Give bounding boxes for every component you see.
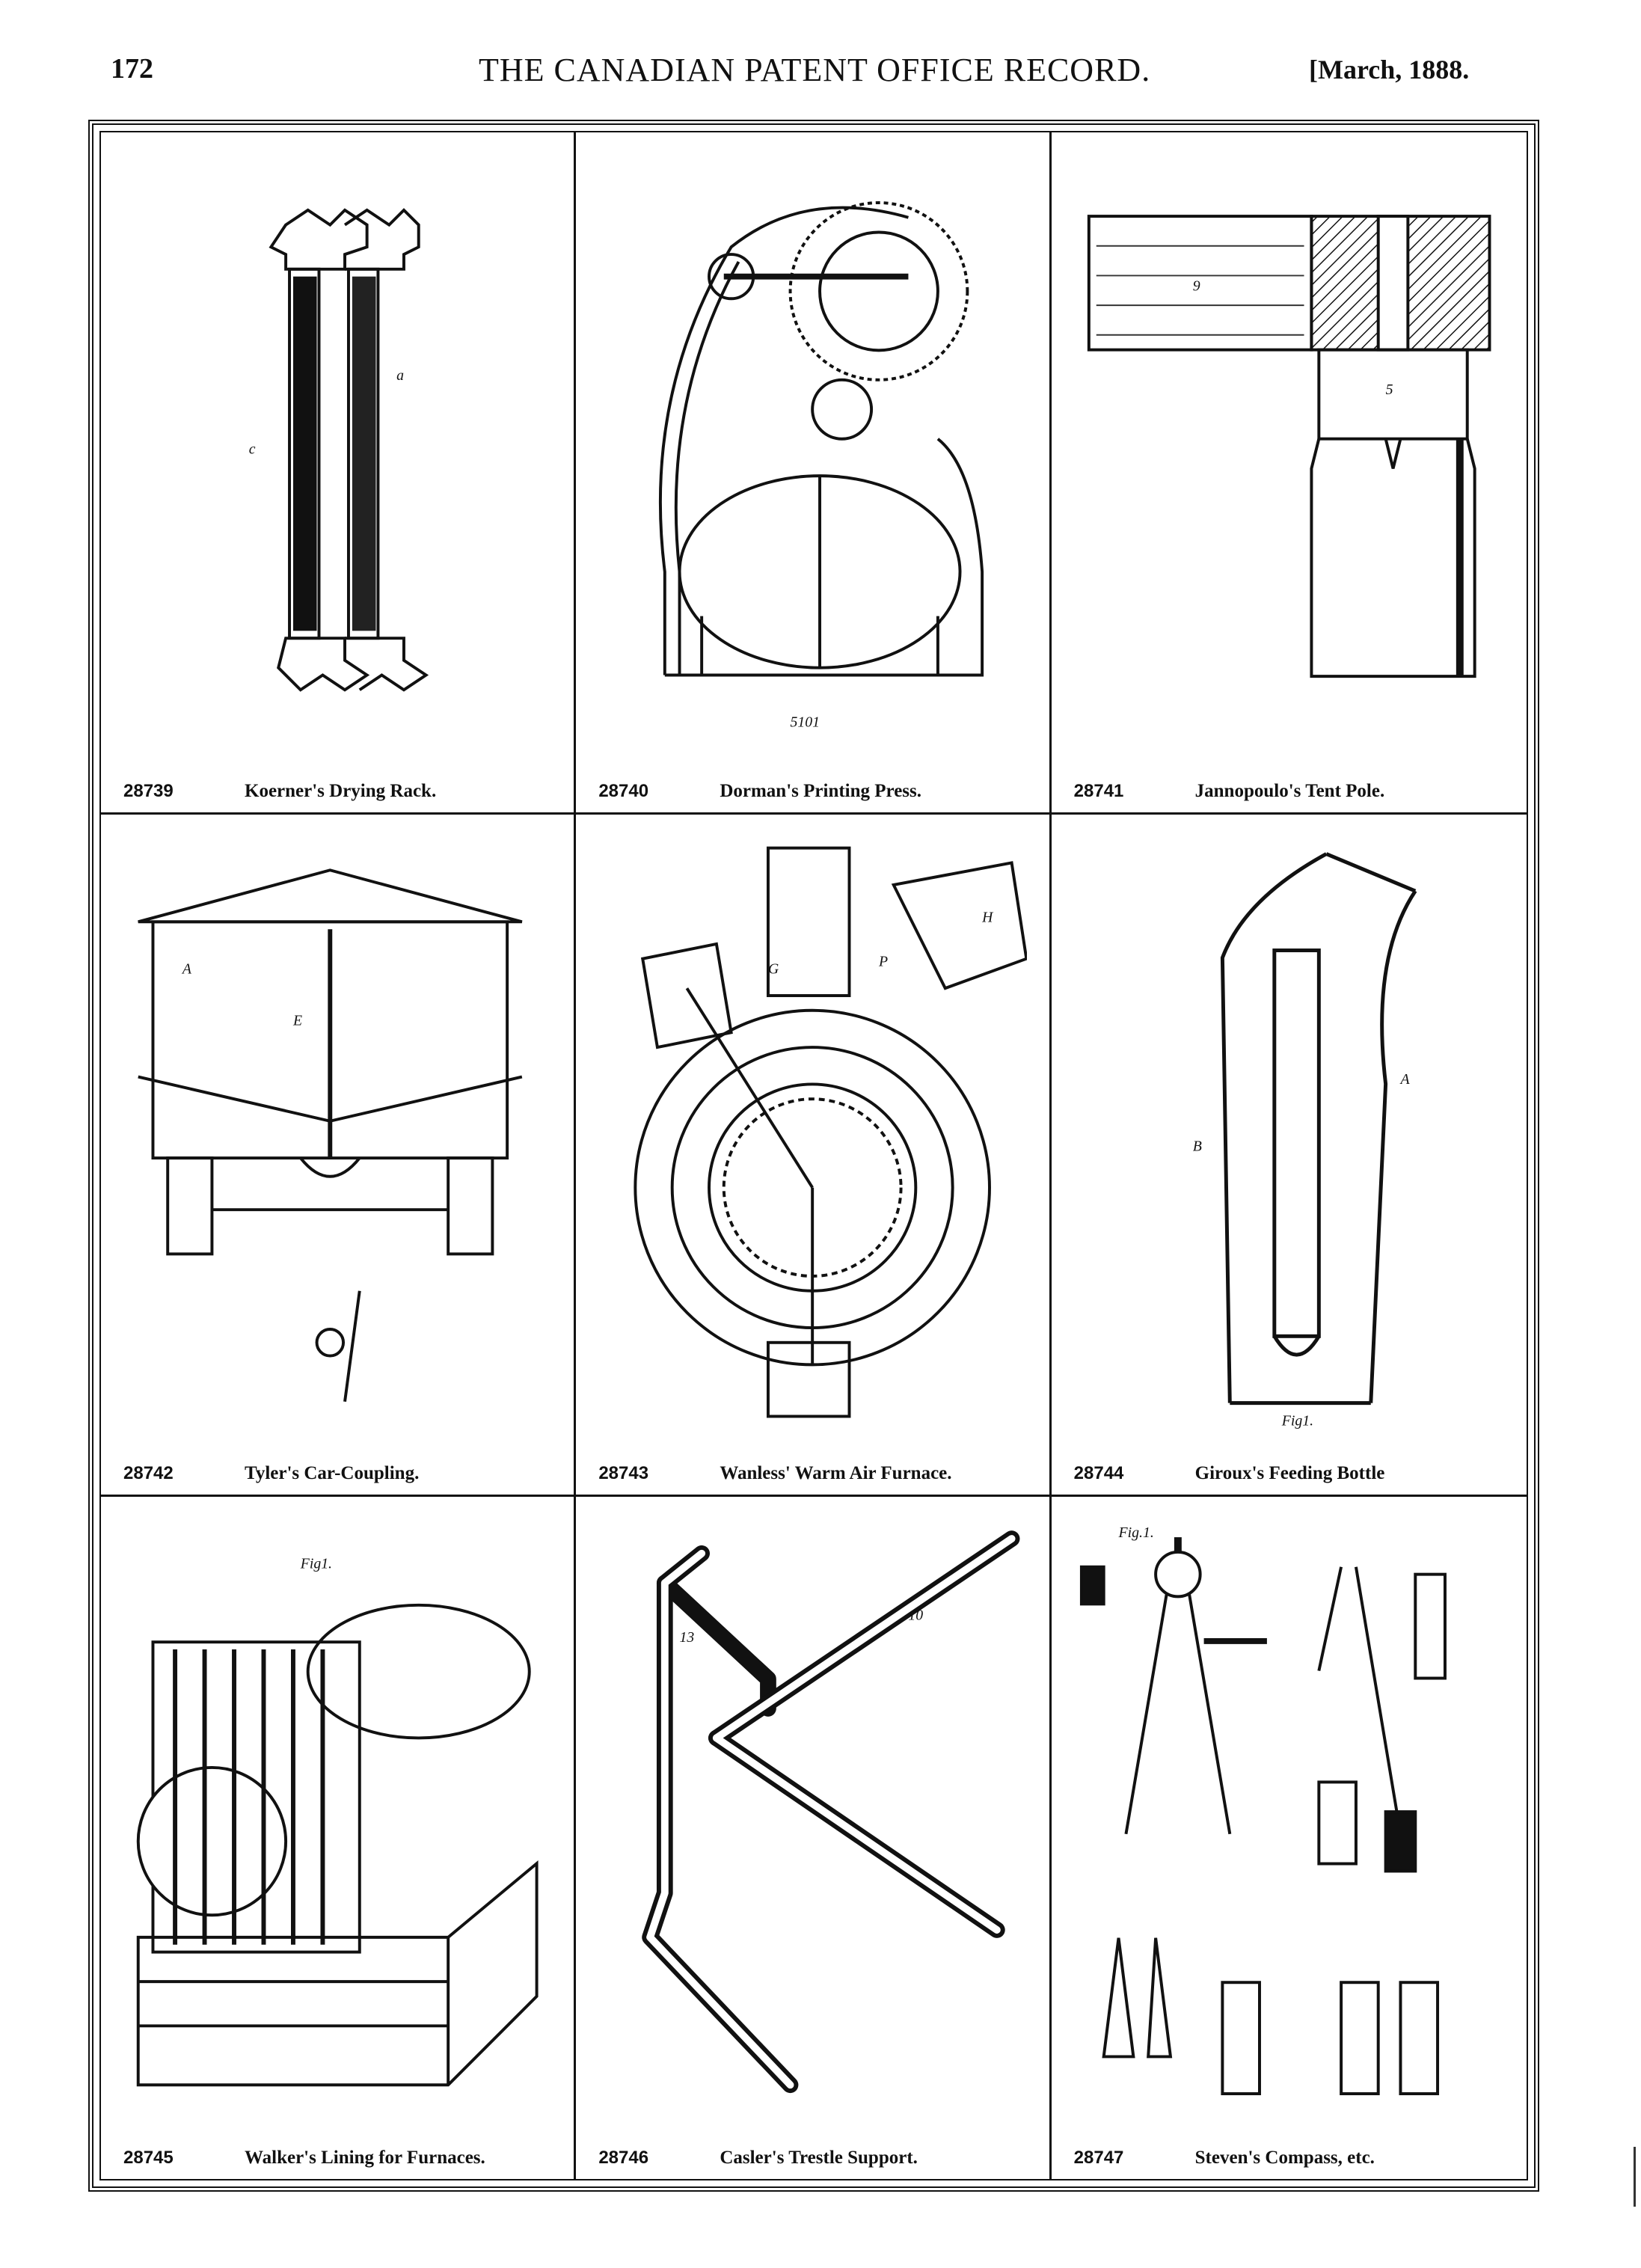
patent-title: Wanless' Warm Air Furnace.: [720, 1463, 952, 1483]
compass-fig1-label: Fig.1.: [1117, 1524, 1153, 1541]
coupling-car-label: A: [181, 960, 192, 977]
furnace-h-label: H: [981, 909, 994, 925]
tent-pole-block-label: 9: [1192, 278, 1200, 294]
patent-title: Giroux's Feeding Bottle: [1194, 1463, 1385, 1483]
patent-cell: A B Fig1. 28744 Giroux's Feeding Bottle: [1051, 815, 1527, 1497]
patent-number: 28745: [123, 2148, 174, 2168]
page-header: 172 THE CANADIAN PATENT OFFICE RECORD. […: [0, 0, 1641, 112]
patent-cell: Fig1.: [101, 1497, 577, 2179]
bottle-a-label: A: [1399, 1071, 1410, 1088]
patent-cell: Fig.1.: [1052, 1497, 1527, 2179]
issue-date: [March, 1888.: [1309, 55, 1470, 85]
bottle-fig-label: Fig1.: [1280, 1412, 1313, 1429]
patent-number: 28747: [1073, 2148, 1124, 2168]
trestle-13-label: 13: [680, 1629, 695, 1646]
patent-title: Steven's Compass, etc.: [1194, 2148, 1375, 2168]
patent-caption: 28741 Jannopoulo's Tent Pole.: [1068, 772, 1512, 802]
patent-title: Jannopoulo's Tent Pole.: [1194, 781, 1385, 801]
patent-cell: 5101 28740 Dorman's Printing Press.: [576, 132, 1052, 815]
patent-number: 28741: [1073, 781, 1124, 801]
bottle-b-label: B: [1192, 1138, 1201, 1154]
patent-title: Tyler's Car-Coupling.: [245, 1463, 420, 1483]
patent-title: Dorman's Printing Press.: [720, 781, 921, 801]
warm-air-furnace-drawing: G H P: [598, 837, 1028, 1435]
patent-cell: G H P 28743 Wanless' Warm Air Furnace.: [576, 815, 1052, 1497]
patent-caption: 28745 Walker's Lining for Furnaces.: [117, 2139, 559, 2169]
patent-number: 28743: [598, 1463, 649, 1483]
patent-cell: c a 28739 Koerner's Drying Rack.: [101, 132, 577, 815]
lining-fig-label: Fig1.: [300, 1555, 332, 1572]
coupling-rod-label: E: [292, 1012, 302, 1029]
trestle-10-label: 10: [909, 1607, 924, 1624]
patent-number: 28742: [123, 1463, 174, 1483]
svg-text:c: c: [249, 441, 256, 458]
tent-pole-section-label: 5: [1385, 381, 1393, 398]
patent-caption: 28744 Giroux's Feeding Bottle: [1068, 1454, 1512, 1484]
car-coupling-drawing: A E: [123, 837, 551, 1435]
patent-title: Casler's Trestle Support.: [720, 2148, 918, 2168]
patent-cell: 13 10 28746 Casler's Trestle Support.: [576, 1497, 1052, 2179]
patent-number: 28740: [598, 781, 649, 801]
patent-caption: 28739 Koerner's Drying Rack.: [117, 772, 559, 802]
feeding-bottle-drawing: A B Fig1.: [1074, 837, 1504, 1435]
patent-caption: 28743 Wanless' Warm Air Furnace.: [592, 1454, 1034, 1484]
patent-plate-grid: c a 28739 Koerner's Drying Rack.: [99, 131, 1528, 2180]
furnace-g-label: G: [768, 960, 779, 977]
patent-number: 28739: [123, 781, 174, 801]
patent-caption: 28742 Tyler's Car-Coupling.: [117, 1454, 559, 1484]
page-edge-mark: [1634, 2147, 1636, 2207]
svg-text:a: a: [396, 367, 404, 384]
page-number: 172: [111, 53, 153, 85]
compass-drawing: Fig.1.: [1074, 1519, 1504, 2119]
press-figure-label: 5101: [791, 714, 820, 731]
printing-press-drawing: 5101: [598, 155, 1026, 753]
patent-number: 28746: [598, 2148, 649, 2168]
patent-cell: 9 5 28741 Jannopoulo's Tent Pole.: [1051, 132, 1527, 815]
furnace-p-label: P: [878, 954, 888, 970]
journal-title: THE CANADIAN PATENT OFFICE RECORD.: [479, 52, 1151, 88]
patent-caption: 28746 Casler's Trestle Support.: [592, 2139, 1034, 2169]
patent-plate-frame: c a 28739 Koerner's Drying Rack.: [88, 120, 1539, 2192]
patent-title: Koerner's Drying Rack.: [245, 781, 437, 801]
trestle-support-drawing: 13 10: [598, 1519, 1026, 2119]
drying-rack-drawing: c a: [123, 155, 551, 753]
furnace-lining-drawing: Fig1.: [123, 1519, 551, 2119]
patent-title: Walker's Lining for Furnaces.: [245, 2148, 485, 2168]
patent-cell: A E 28742 Tyler's Car-Coupling.: [101, 815, 577, 1497]
patent-caption: 28747 Steven's Compass, etc.: [1068, 2139, 1512, 2169]
patent-caption: 28740 Dorman's Printing Press.: [592, 772, 1034, 802]
patent-number: 28744: [1073, 1463, 1124, 1483]
tent-pole-drawing: 9 5: [1074, 155, 1504, 753]
